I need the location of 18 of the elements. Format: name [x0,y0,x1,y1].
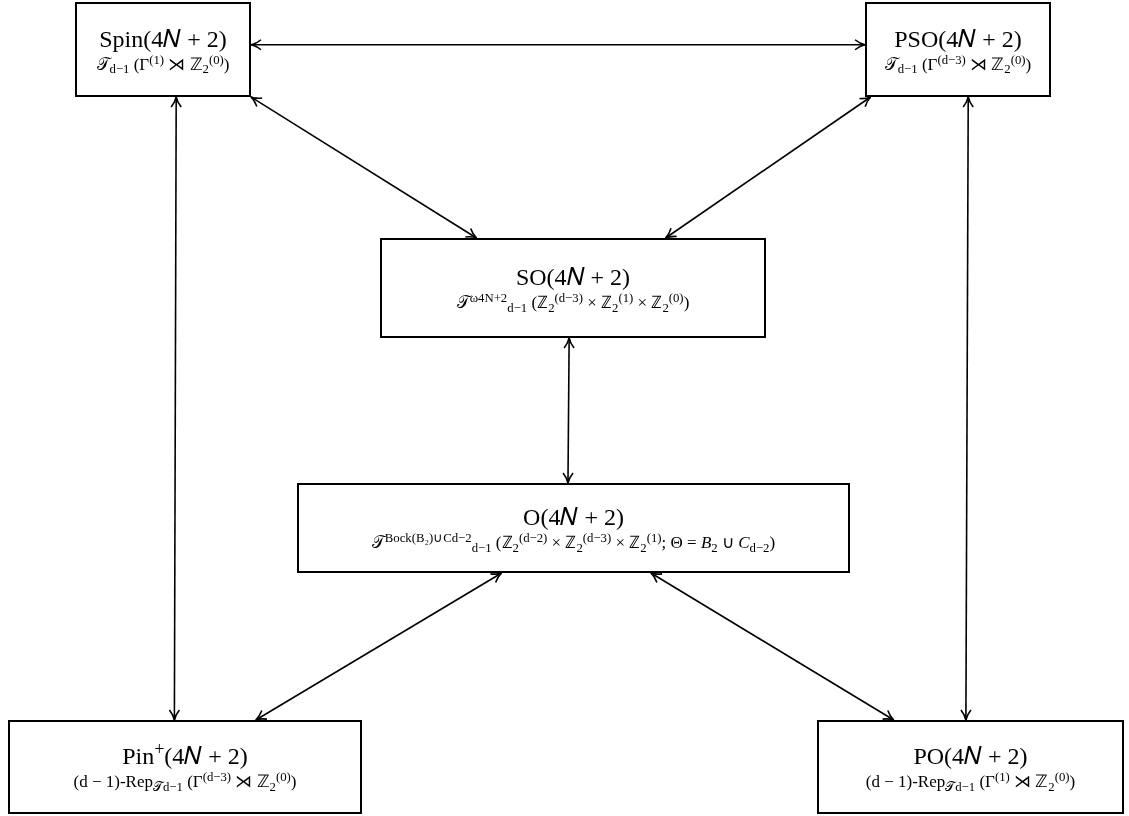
group-box [8,720,362,814]
formula: 𝒯$^{ω4N+2}$$_{d−1}$ (ℤ$_{2}$$^{(d−3)}$ × ℤ$_{2}$$^{(1)}$ × ℤ$_{2}$$^{(0)}$) [456,292,690,314]
group-name: PO(4𝑁 + 2) [913,742,1028,772]
group-name: SO(4𝑁 + 2) [515,263,631,293]
group-box [865,2,1051,97]
formula: 𝒯$^{Bock(B₂)∪Cd−2}$$_{d−1}$ (ℤ$_{2}$$^{(d−2)}$ × ℤ$_{2}$$^{(d−3)}$ × ℤ$_{2}$$^{(1)}$; Θ = B$_{2}$ ∪C$_{d−2}$) [371,532,776,554]
formula: (d − 1)-Rep$_{𝒯d−1}$ (Γ$^{(1)}$ ⋊ ℤ$_{2}$$^{(0)}$) [865,771,1076,793]
formula: 𝒯$_{d−1}$ (Γ$^{(d−3)}$ ⋊ ℤ$_{2}$$^{(0)}$) [884,53,1032,76]
group-box [75,2,251,97]
group-box [380,238,766,338]
group-name: Pin$^{+}$(4𝑁 + 2) [122,741,248,772]
group-box [817,720,1124,814]
group-name: O(4𝑁 + 2) [523,503,624,533]
group-name: Spin(4𝑁 + 2) [99,24,227,54]
formula: (d − 1)-Rep$_{𝒯d−1}$ (Γ$^{(d−3)}$ ⋊ ℤ$_{2}$$^{(0)}$) [73,771,297,793]
formula: 𝒯$_{d−1}$ (Γ$^{(1)}$ ⋊ ℤ$_{2}$$^{(0)}$) [96,53,230,76]
group-box [297,483,850,573]
group-name: PSO(4𝑁 + 2) [894,24,1022,54]
